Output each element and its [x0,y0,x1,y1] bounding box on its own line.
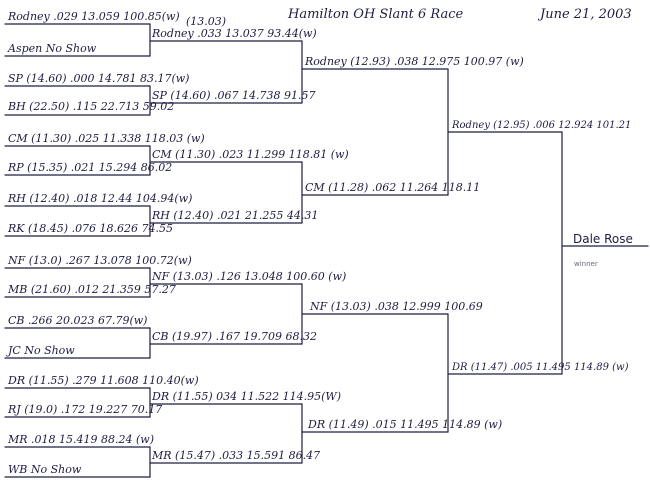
round-1-entry: JC No Show [6,344,75,357]
round-2-entry: (13.03) [186,15,226,28]
round-2-entry: SP (14.60) .067 14.738 91.57 [152,89,315,102]
round-1-entry: MR .018 15.419 88.24 (w) [7,433,154,446]
round-4-entry: DR (11.47) .005 11.495 114.89 (w) [451,362,629,373]
round-2-entry: RH (12.40) .021 21.255 44.31 [151,209,318,222]
bracket-lines [4,23,649,478]
round-2-entry: CM (11.30) .023 11.299 118.81 (w) [152,148,349,161]
round-1-entry: RH (12.40) .018 12.44 104.94(w) [7,192,192,205]
round-1-entry: NF (13.0) .267 13.078 100.72(w) [7,254,192,267]
round-1-entry: RP (15.35) .021 15.294 86.02 [7,161,172,174]
round-2-entry: Rodney .033 13.037 93.44(w) [151,27,317,40]
round-4-entry: Rodney (12.95) .006 12.924 101.21 [451,120,631,131]
round-2-entry: DR (11.55) 034 11.522 114.95(W) [151,390,341,403]
round-1-entries: Rodney .029 13.059 100.85(w) Aspen No Sho… [6,10,205,476]
round-1-entry: Rodney .029 13.059 100.85(w) [7,10,180,23]
race-date: June 21, 2003 [537,7,632,22]
round-1-entry: RK (18.45) .076 18.626 74.55 [7,222,173,235]
round-2-entry: NF (13.03) .126 13.048 100.60 (w) [151,270,346,283]
round-1-entry: CM (11.30) .025 11.338 118.03 (w) [8,132,205,145]
round-2-entry: CB (19.97) .167 19.709 68.32 [152,330,317,343]
round-3-entry: DR (11.49) .015 11.495 114.89 (w) [307,418,502,431]
champion-name: Dale Rose [573,232,633,246]
round-3-entry: CM (11.28) .062 11.264 118.11 [305,181,480,194]
race-title: Hamilton OH Slant 6 Race [287,7,463,22]
round-4-entries: Rodney (12.95) .006 12.924 101.21 DR (11.… [451,120,631,373]
round-3-entry: Rodney (12.93) .038 12.975 100.97 (w) [304,55,524,68]
round-3-entries: Rodney (12.93) .038 12.975 100.97 (w) CM … [304,55,524,431]
round-1-entry: RJ (19.0) .172 19.227 70.17 [7,403,162,416]
round-1-entry: SP (14.60) .000 14.781 83.17(w) [8,72,189,85]
round-1-entry: Aspen No Show [7,42,97,55]
round-2-entry: MR (15.47) .033 15.591 86.47 [151,449,320,462]
round-1-entry: WB No Show [8,463,82,476]
round-1-entry: MB (21.60) .012 21.359 57.27 [7,283,176,296]
round-3-entry: NF (13.03) .038 12.999 100.69 [309,300,483,313]
winner-label: winner [574,260,598,268]
round-1-entry: BH (22.50) .115 22.713 59.02 [7,100,174,113]
round-2-entries: (13.03)Rodney .033 13.037 93.44(w) SP (14… [151,15,349,462]
round-1-entry: CB .266 20.023 67.79(w) [8,314,147,327]
round-1-entry: DR (11.55) .279 11.608 110.40(w) [7,374,199,387]
